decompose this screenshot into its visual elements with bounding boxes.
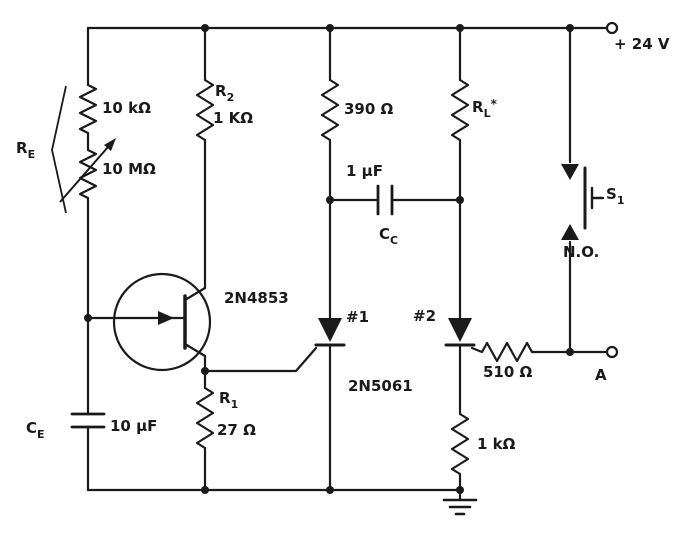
ujt-2n4853 <box>112 272 212 372</box>
resistor-re-10k <box>78 84 98 134</box>
s1-state-label: N.O. <box>563 243 599 261</box>
r390-value: 390 Ω <box>344 100 394 118</box>
r2-value: 1 KΩ <box>213 109 253 127</box>
supply-label: + 24 V <box>614 35 670 53</box>
scr2-tag: #2 <box>413 307 436 325</box>
s1-label: S1 <box>606 185 624 207</box>
r510-value: 510 Ω <box>483 363 533 381</box>
ujt-emitter-arrow-icon <box>158 311 174 325</box>
resistor-r1 <box>195 387 215 449</box>
cc-label: CC <box>379 225 398 247</box>
switch-s1 <box>561 164 605 240</box>
s1-upper-contact-icon <box>561 164 579 180</box>
scr1 <box>314 318 346 347</box>
cc-value: 1 μF <box>346 162 383 180</box>
r1-value: 27 Ω <box>217 421 256 439</box>
s1-lower-contact-icon <box>561 224 579 240</box>
resistor-1k <box>450 413 470 475</box>
resistor-rl <box>450 79 470 141</box>
point-a-label: A <box>595 366 607 384</box>
r1k-value: 1 kΩ <box>477 435 516 453</box>
ujt-lead-wires <box>183 286 207 358</box>
ujt-part-label: 2N4853 <box>224 289 289 307</box>
scr1-gate-wire <box>203 346 318 373</box>
ground-icon <box>442 498 478 516</box>
s1-actuator <box>590 186 605 210</box>
ce-label: CE <box>26 419 45 441</box>
re-brace <box>51 85 67 214</box>
resistor-390 <box>320 79 340 141</box>
scr2-gate-wire <box>470 346 484 354</box>
re-var-value: 10 MΩ <box>102 160 156 178</box>
resistor-510 <box>481 341 533 363</box>
re-fixed-value: 10 kΩ <box>102 99 151 117</box>
supply-terminal <box>605 21 619 35</box>
var-resistor-arrow-icon <box>59 138 116 203</box>
ce-value: 10 μF <box>110 417 157 435</box>
resistor-re-10m <box>78 149 98 199</box>
r2-label: R2 <box>215 82 234 104</box>
r1-label: R1 <box>219 389 238 411</box>
scr1-tag: #1 <box>346 308 369 326</box>
scr2 <box>444 318 476 347</box>
ujt-circle <box>112 272 212 372</box>
point-a-terminal <box>605 345 619 359</box>
scr2-triangle <box>448 318 472 342</box>
capacitor-ce <box>70 412 106 429</box>
scr-part-label: 2N5061 <box>348 377 413 395</box>
junction-dots <box>84 24 574 494</box>
capacitor-cc <box>376 184 394 216</box>
resistor-r2 <box>195 79 215 141</box>
scr1-triangle <box>318 318 342 342</box>
re-label: RE <box>16 139 35 161</box>
rl-label: RL* <box>472 97 498 120</box>
